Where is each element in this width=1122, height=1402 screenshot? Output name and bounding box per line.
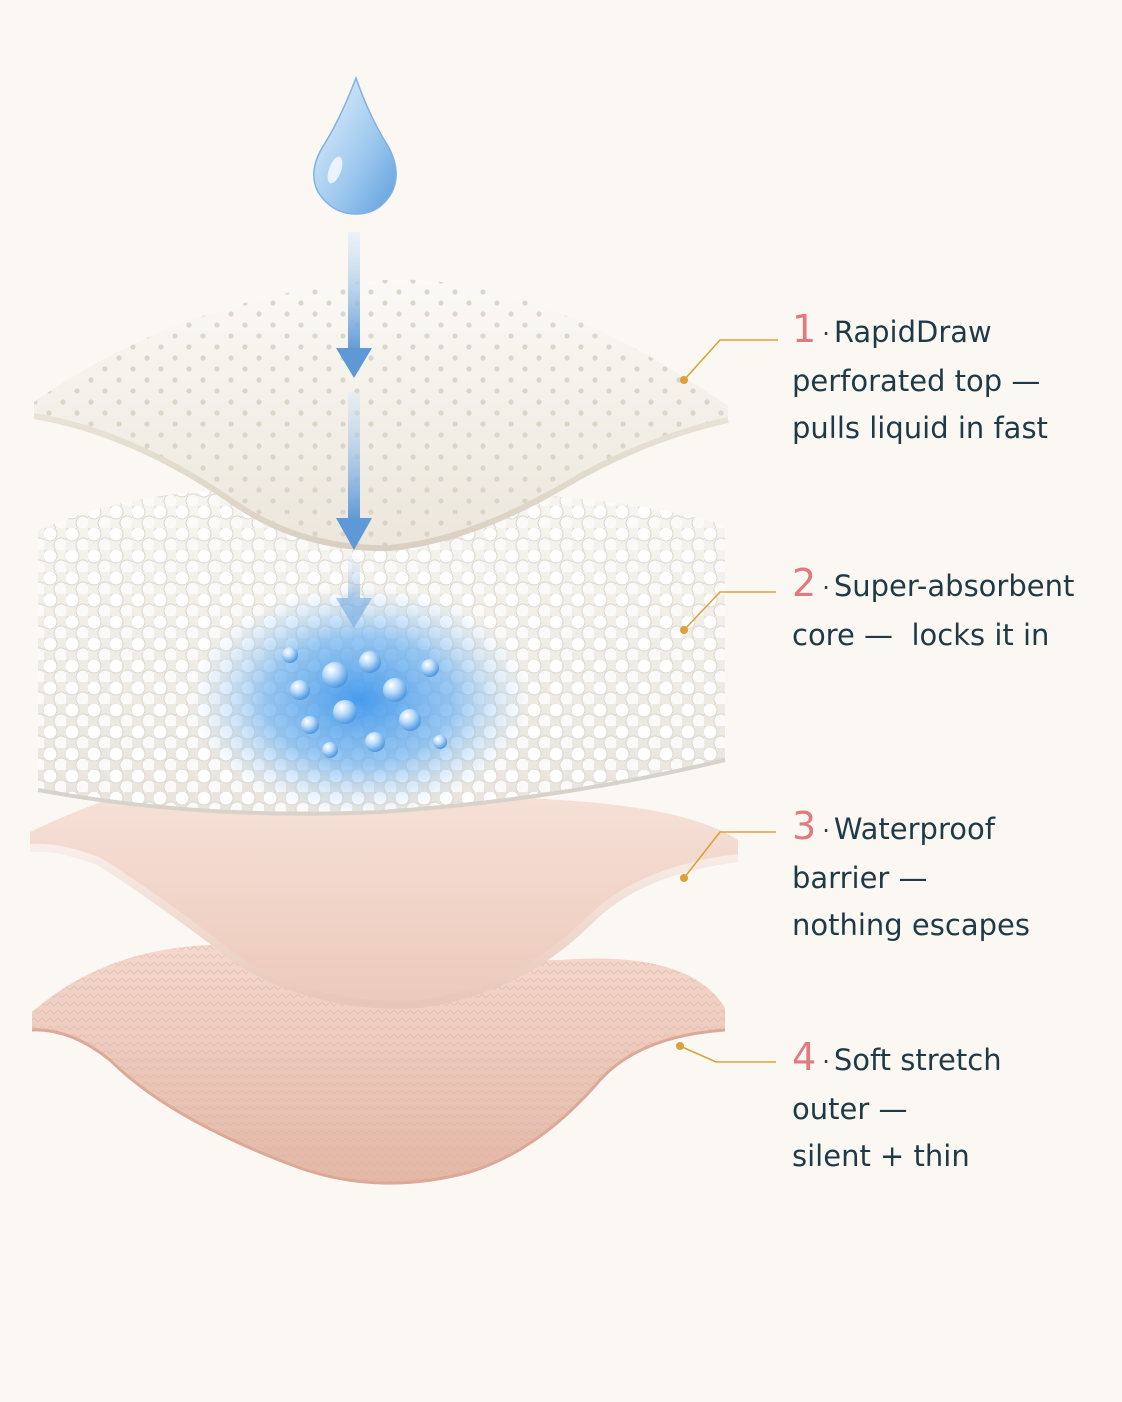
layer-number-2: 2 — [792, 561, 817, 605]
leader-lines — [679, 339, 778, 1063]
leader-line-1 — [683, 339, 778, 381]
layer-2-line-1: Super-absorbent — [833, 569, 1075, 603]
outer-layer — [31, 944, 726, 1185]
liquid-stain — [190, 585, 530, 814]
water-drop-icon — [313, 75, 397, 215]
leader-dot-3 — [680, 874, 688, 882]
layer-3-line-3: nothing escapes — [792, 908, 1030, 942]
layer-separator-2: · — [822, 574, 830, 602]
leader-line-2 — [683, 591, 776, 631]
arrow-down-icon — [336, 392, 372, 550]
leader-dots — [676, 376, 688, 1050]
layer-label-1: 1·RapidDraw perforated top — pulls liqui… — [792, 306, 1048, 452]
layer-3-line-1: Waterproof — [833, 812, 995, 846]
layer-separator-3: · — [822, 817, 830, 845]
layer-label-2: 2·Super-absorbent core — locks it in — [792, 560, 1074, 659]
absorbed-bubbles — [282, 647, 447, 758]
flow-arrows — [336, 232, 372, 628]
arrow-down-icon — [336, 556, 372, 628]
layer-4-line-3: silent + thin — [792, 1139, 970, 1173]
core-layer — [37, 490, 726, 816]
layer-label-3: 3·Waterproof barrier — nothing escapes — [792, 803, 1030, 949]
arrow-down-icon — [336, 232, 372, 378]
leader-line-4 — [679, 1045, 776, 1063]
layer-4-line-1: Soft stretch — [833, 1043, 1002, 1077]
layer-number-4: 4 — [792, 1035, 817, 1079]
leader-line-3 — [683, 831, 776, 879]
layer-3-line-2: barrier — — [792, 861, 928, 895]
layer-separator-4: · — [822, 1048, 830, 1076]
layer-4-line-2: outer — — [792, 1092, 908, 1126]
top-sheet-layer — [33, 279, 729, 552]
leader-dot-4 — [676, 1042, 684, 1050]
layer-1-line-3: pulls liquid in fast — [792, 411, 1048, 445]
leader-dot-1 — [680, 376, 688, 384]
layer-1-line-1: RapidDraw — [833, 315, 992, 349]
layer-number-1: 1 — [792, 307, 817, 351]
layer-number-3: 3 — [792, 804, 817, 848]
layer-2-line-2: core — locks it in — [792, 618, 1050, 652]
layer-label-4: 4·Soft stretch outer — silent + thin — [792, 1034, 1002, 1180]
leader-dot-2 — [680, 626, 688, 634]
barrier-layer — [29, 771, 739, 1009]
layer-1-line-2: perforated top — — [792, 364, 1041, 398]
layer-separator-1: · — [822, 320, 830, 348]
